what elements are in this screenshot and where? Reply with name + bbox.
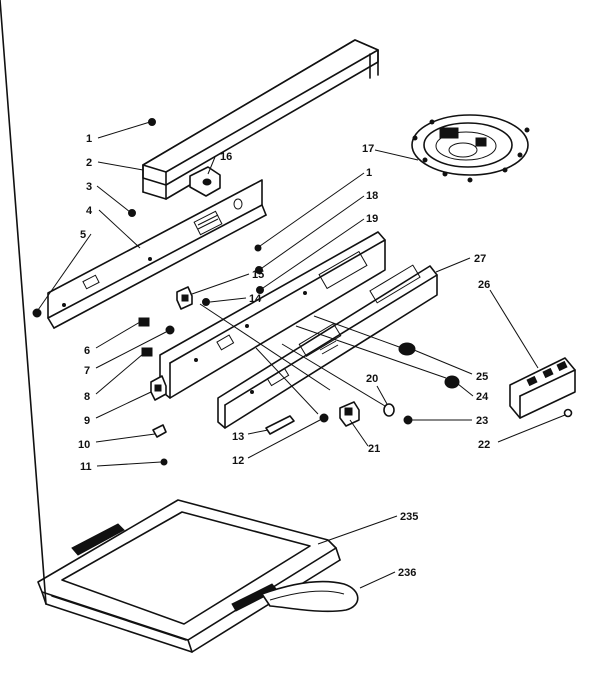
callout-236: 236 [398,567,416,579]
callout-3: 3 [86,181,92,193]
nut-19 [256,286,264,294]
callout-6: 6 [84,345,90,357]
callout-5: 5 [80,229,86,241]
callout-7: 7 [84,365,90,377]
callout-10: 10 [78,439,90,451]
callout-labels: 1 2 3 4 5 16 17 1 18 19 15 14 27 26 6 7 … [78,133,490,579]
callout-2: 2 [86,157,92,169]
switch-block-26 [509,357,576,419]
callout-1-right: 1 [366,167,372,179]
front-panel-27 [217,264,438,429]
callout-24: 24 [476,391,489,403]
callout-26: 26 [478,279,490,291]
screw-23 [403,415,413,425]
screw-14 [202,298,210,306]
switch-15 [176,286,193,310]
callout-18: 18 [366,190,378,202]
callout-25: 25 [476,371,488,383]
knob-25 [398,342,416,356]
screw-22 [563,408,573,418]
knob-13 [265,415,295,435]
leader-lines [37,121,566,589]
callout-27: 27 [474,253,486,265]
griddle-tray-235 [0,0,341,653]
wire-harness-17 [411,114,530,183]
screw-1-right [254,244,262,252]
callout-23: 23 [476,415,488,427]
callout-235: 235 [400,511,418,523]
callout-8: 8 [84,391,90,403]
switch-9 [150,375,167,401]
screw-12 [319,413,329,423]
callout-13: 13 [232,431,244,443]
callout-4: 4 [86,205,93,217]
callout-17: 17 [362,143,374,155]
clip-6 [138,317,150,327]
nut-18 [255,266,263,274]
callout-14: 14 [249,293,262,305]
callout-9: 9 [84,415,90,427]
grommet-20 [383,403,395,417]
screw-5 [32,308,42,318]
callout-19: 19 [366,213,378,225]
callout-1-top: 1 [86,133,92,145]
clip-10 [152,424,167,438]
fastener-8 [141,347,153,357]
screw-3 [128,209,136,217]
callout-11: 11 [80,461,92,473]
callout-20: 20 [366,373,378,385]
top-trim-bar [142,39,379,200]
callout-22: 22 [478,439,490,451]
callout-21: 21 [368,443,380,455]
callout-12: 12 [232,455,244,467]
control-panel [159,231,386,399]
callout-16: 16 [220,151,232,163]
callout-15: 15 [252,269,264,281]
fastener-7 [165,325,175,335]
back-panel [47,179,267,329]
switch-21 [339,401,360,427]
griddle-handle-236 [261,580,359,613]
bracket-16 [189,166,221,197]
knob-24 [444,375,460,389]
screw-11 [160,458,168,466]
